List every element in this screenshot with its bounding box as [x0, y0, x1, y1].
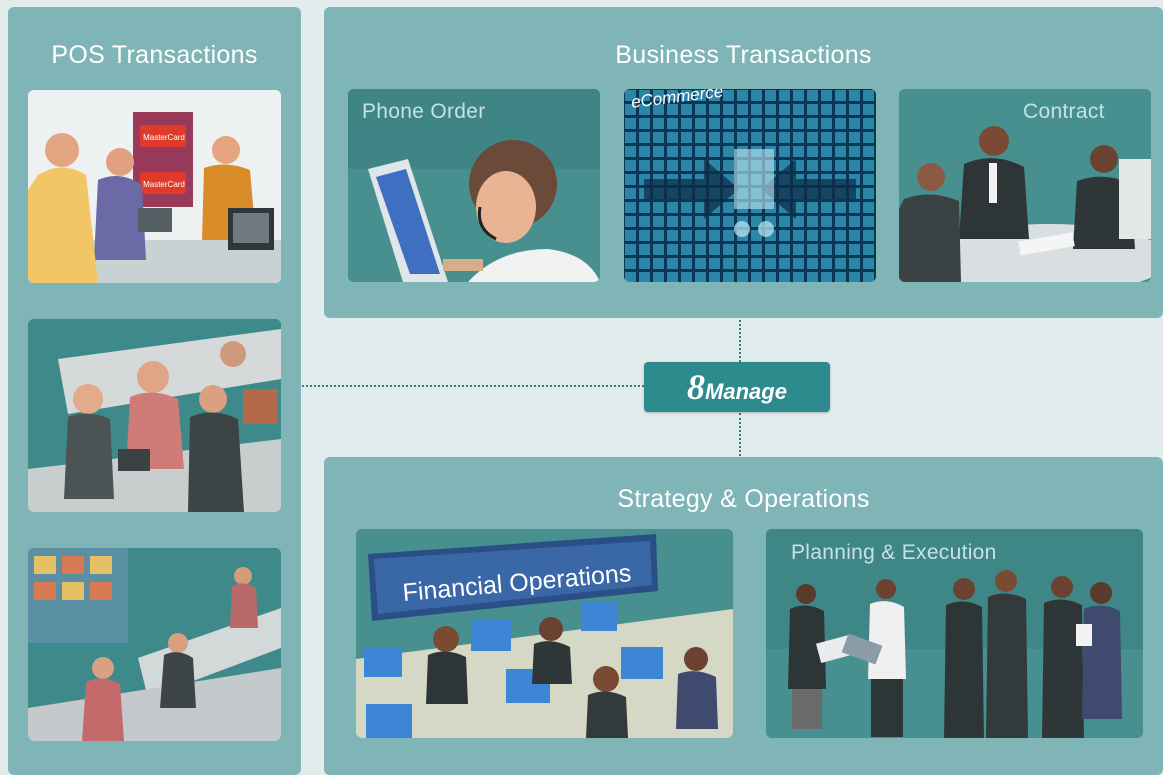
pos-retail-illustration	[28, 319, 281, 512]
planning-execution-tile: Planning & Execution	[766, 529, 1143, 738]
connector-left	[302, 385, 644, 387]
strategy-panel-title: Strategy & Operations	[617, 485, 870, 513]
financial-operations-illustration	[356, 529, 733, 738]
pos-panel-title: POS Transactions	[51, 41, 258, 69]
phone-order-illustration	[348, 89, 600, 282]
8manage-logo-word: Manage	[705, 379, 787, 404]
planning-execution-label: Planning & Execution	[791, 541, 997, 564]
8manage-logo: 8 Manage	[644, 362, 830, 412]
business-panel-title: Business Transactions	[615, 41, 872, 69]
connector-bottom	[739, 413, 741, 456]
pos-transactions-panel: POS Transactions MasterCard MasterCard	[8, 7, 301, 775]
ecommerce-illustration	[624, 89, 876, 282]
business-transactions-panel: Business Transactions Phone Order	[324, 7, 1163, 318]
phone-order-tile: Phone Order	[348, 89, 600, 282]
connector-top	[739, 320, 741, 362]
contract-tile: Contract	[899, 89, 1151, 282]
pos-checkout-image	[28, 90, 281, 283]
pos-retail-counter-image	[28, 319, 281, 512]
phone-order-label: Phone Order	[362, 100, 486, 123]
contract-illustration	[899, 89, 1151, 282]
planning-execution-illustration	[766, 529, 1143, 738]
strategy-operations-panel: Strategy & Operations Financial Operatio…	[324, 457, 1163, 775]
ecommerce-tile: eCommerce	[624, 89, 876, 282]
mastercard-sign-bottom: MasterCard	[143, 180, 185, 189]
pos-store-floor-image	[28, 548, 281, 741]
mastercard-sign-top: MasterCard	[143, 133, 185, 142]
contract-label: Contract	[1023, 100, 1105, 123]
pos-checkout-illustration	[28, 90, 281, 283]
8manage-logo-number: 8	[687, 367, 706, 407]
financial-operations-tile: Financial Operations	[356, 529, 733, 738]
pos-store-illustration	[28, 548, 281, 741]
